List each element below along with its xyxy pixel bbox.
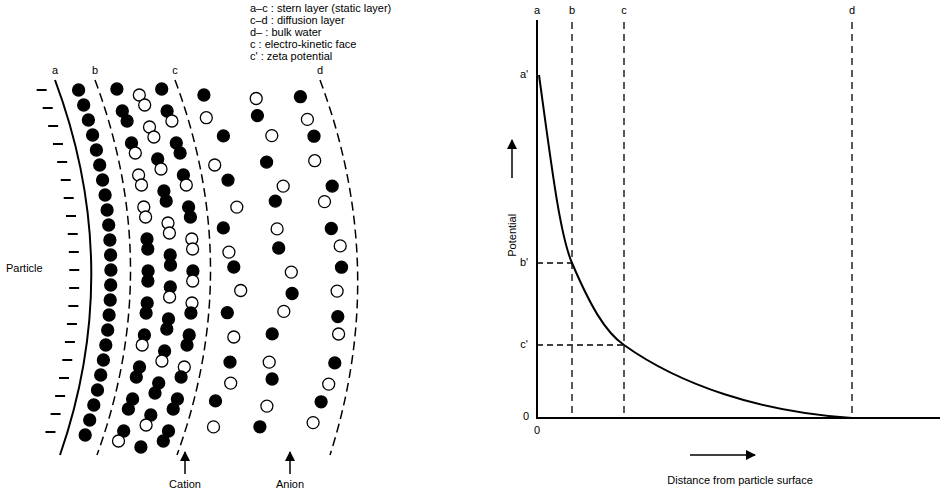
boundary-letter: d (317, 64, 323, 77)
particle-label: Particle (6, 262, 43, 275)
axis-letter: a (534, 4, 540, 17)
surface-charges (37, 90, 80, 432)
c-line (623, 22, 624, 418)
axis-zero: 0 (523, 410, 529, 423)
stern-boundary (95, 80, 131, 455)
b-level (537, 262, 572, 263)
legend-line: c' : zeta potential (250, 50, 332, 63)
legend-line: a–c : stern layer (static layer) (250, 2, 391, 15)
boundary-letter: c (172, 64, 178, 77)
level-label: a' (520, 68, 528, 81)
c-level (537, 344, 624, 345)
x-axis (536, 417, 940, 419)
cation-pointer (184, 452, 186, 474)
axis-title: Potential (506, 214, 519, 257)
ion-label: Cation (169, 478, 201, 491)
d-line (851, 22, 852, 418)
y-axis (536, 20, 538, 419)
axis-letter: b (569, 4, 575, 17)
b-line (571, 22, 572, 418)
legend-line: d– : bulk water (250, 26, 322, 39)
axis-letter: d (849, 4, 855, 17)
legend-line: c : electro-kinetic face (250, 38, 356, 51)
boundary-letter: a (52, 64, 58, 77)
axis-title: Distance from particle surface (667, 474, 813, 487)
legend-line: c–d : diffusion layer (250, 14, 345, 27)
axis-zero: 0 (534, 424, 540, 437)
distance-arrow (690, 454, 755, 456)
particle-surface (55, 80, 91, 455)
potential-arrow (511, 140, 513, 178)
potential-curve (539, 75, 852, 418)
level-label: b' (520, 256, 528, 269)
anion-pointer (289, 452, 291, 474)
axis-letter: c (621, 4, 627, 17)
level-label: c' (520, 338, 528, 351)
ion-label: Anion (276, 478, 304, 491)
boundary-letter: b (92, 64, 98, 77)
ion-cloud (73, 83, 348, 453)
